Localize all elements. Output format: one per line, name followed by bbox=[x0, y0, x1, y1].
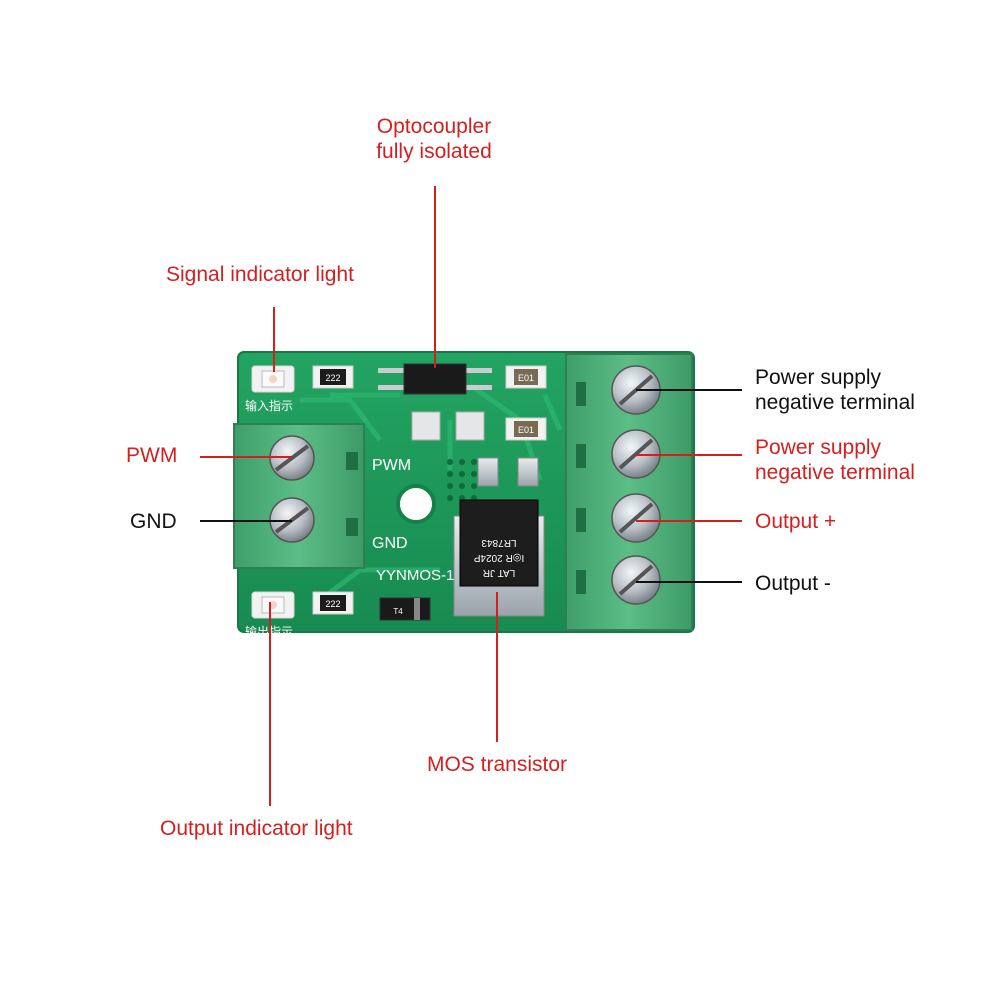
svg-text:I◎R 2024P: I◎R 2024P bbox=[473, 552, 524, 563]
svg-text:LR7843: LR7843 bbox=[481, 537, 516, 548]
mos-transistor-callout: MOS transistor bbox=[426, 753, 568, 776]
mounting-hole bbox=[396, 484, 436, 524]
gnd-callout: GND bbox=[130, 510, 177, 533]
resistor-top: 222 bbox=[312, 365, 354, 389]
power-negative-callout-1: Power supply negative terminal bbox=[755, 366, 915, 414]
power-negative-callout-2: Power supply negative terminal bbox=[755, 436, 915, 484]
svg-text:LAT JR: LAT JR bbox=[483, 567, 515, 578]
pad-left bbox=[411, 411, 441, 441]
optocoupler-chip bbox=[378, 363, 492, 395]
svg-text:T4: T4 bbox=[393, 607, 403, 616]
optocoupler-callout: Optocoupler fully isolated bbox=[376, 115, 492, 163]
pwm-callout: PWM bbox=[126, 444, 178, 467]
pwm-silkscreen: PWM bbox=[372, 457, 411, 474]
input-indicator-silk: 输入指示 bbox=[245, 398, 293, 413]
capacitor-top: E01 bbox=[505, 365, 547, 389]
svg-text:222: 222 bbox=[325, 599, 340, 609]
resistor-bottom: 222 bbox=[312, 591, 354, 615]
capacitor-mid: E01 bbox=[505, 417, 547, 441]
mos-transistor: LR7843 I◎R 2024P LAT JR bbox=[453, 457, 545, 617]
model-silkscreen: YYNMOS-1 bbox=[376, 567, 454, 584]
svg-text:222: 222 bbox=[325, 373, 340, 383]
gnd-silkscreen: GND bbox=[372, 535, 408, 552]
signal-indicator-callout: Signal indicator light bbox=[166, 263, 354, 286]
output-plus-screw bbox=[611, 493, 661, 543]
output-minus-callout: Output - bbox=[755, 572, 831, 595]
output-minus-screw bbox=[611, 555, 661, 605]
output-plus-callout: Output + bbox=[755, 510, 837, 533]
pad-right bbox=[455, 411, 485, 441]
output-indicator-led bbox=[251, 591, 295, 619]
output-indicator-callout: Output indicator light bbox=[160, 817, 353, 840]
svg-text:E01: E01 bbox=[518, 373, 534, 383]
svg-text:E01: E01 bbox=[518, 425, 534, 435]
diode: T4 bbox=[379, 597, 431, 621]
